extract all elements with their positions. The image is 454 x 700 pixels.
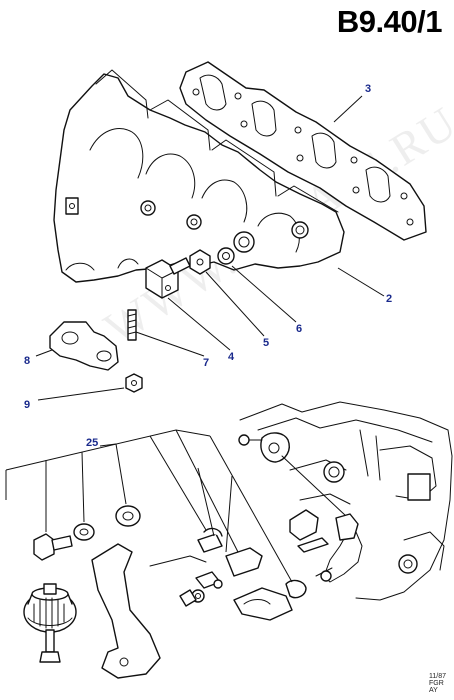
leader-lines [35, 95, 385, 447]
heat-shield-bracket [49, 321, 143, 393]
callout-8: 8 [24, 355, 30, 367]
small-fasteners [127, 247, 235, 341]
diagram-title: B9.40/1 [336, 4, 443, 39]
manifold-gasket [179, 61, 427, 241]
stamp-date: 11/87 [429, 673, 446, 680]
drawing-stamp: 11/87 FGR AY [429, 673, 446, 694]
callout-6: 6 [296, 323, 302, 335]
callout-labels: 3 2 6 5 4 7 8 9 25 [24, 83, 392, 449]
callout-5: 5 [263, 337, 269, 349]
callout-4: 4 [228, 351, 235, 363]
callout-7: 7 [203, 357, 209, 369]
callout-2: 2 [386, 293, 392, 305]
stamp-ref: AY [429, 687, 438, 694]
callout-3: 3 [365, 83, 371, 95]
callout-9: 9 [24, 399, 30, 411]
egr-valve-assembly [23, 505, 329, 679]
callout-25: 25 [86, 437, 98, 449]
throttle-linkage [238, 432, 363, 583]
group-bracket-25 [5, 429, 293, 583]
exhaust-manifold [53, 69, 345, 283]
stamp-code: FGR [429, 680, 444, 687]
engine-block-section [239, 401, 453, 601]
